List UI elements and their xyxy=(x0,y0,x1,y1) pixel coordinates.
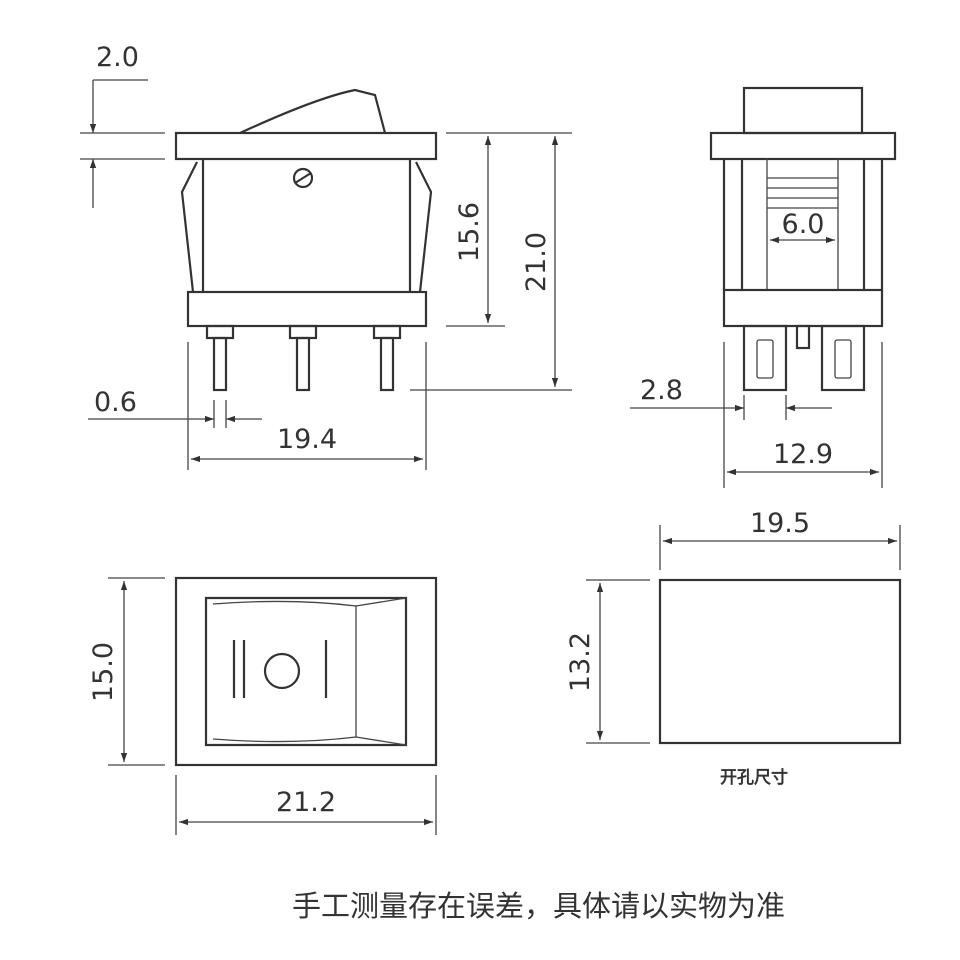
dim-label-cutout-width: 19.5 xyxy=(750,508,810,539)
dim-top-width: 21.2 xyxy=(175,775,437,835)
dim-label-body-depth: 12.9 xyxy=(773,439,833,470)
dim-label-top-width: 21.2 xyxy=(276,787,336,818)
dim-body-height: 15.6 xyxy=(446,132,505,327)
front-view: 2.0 15.6 21.0 0.6 19. xyxy=(80,42,572,470)
dim-label-terminal-width: 2.8 xyxy=(640,375,683,406)
side-terminals xyxy=(742,324,866,392)
grip-lines xyxy=(767,177,838,209)
dim-button-width: 6.0 xyxy=(770,209,835,244)
dim-cutout-width: 19.5 xyxy=(659,508,901,570)
screw-icon xyxy=(292,167,314,189)
rocker-cap xyxy=(239,88,387,134)
left-clip xyxy=(180,161,198,293)
right-clip xyxy=(415,161,433,293)
front-base xyxy=(186,290,428,328)
dim-label-pin-width: 0.6 xyxy=(94,387,137,418)
dim-label-body-width: 19.4 xyxy=(277,424,337,455)
side-view: 6.0 2.8 12.9 xyxy=(630,86,897,488)
dim-body-width: 19.4 xyxy=(187,342,427,470)
dim-top-offset: 2.0 xyxy=(80,42,165,208)
dim-terminal-width: 2.8 xyxy=(630,375,832,420)
dim-total-height: 21.0 xyxy=(410,132,572,391)
dim-label-total-height: 21.0 xyxy=(521,232,552,292)
side-flange xyxy=(709,131,897,161)
dim-cutout-height: 13.2 xyxy=(565,579,650,744)
cutout-caption: 开孔尺寸 xyxy=(720,767,788,788)
dim-label-top-offset: 2.0 xyxy=(96,42,139,73)
top-frame xyxy=(174,576,438,767)
dim-pin-width: 0.6 xyxy=(88,387,262,428)
dim-top-height: 15.0 xyxy=(88,577,165,766)
top-rocker-outline xyxy=(204,596,408,747)
cutout-view: 19.5 13.2 开孔尺寸 xyxy=(565,508,902,788)
side-button xyxy=(742,86,864,135)
dim-body-depth: 12.9 xyxy=(723,342,883,488)
side-base xyxy=(722,288,884,328)
top-view: 15.0 21.2 xyxy=(88,576,438,835)
footer-note: 手工测量存在误差，具体请以实物为准 xyxy=(292,889,785,923)
dim-label-top-height: 15.0 xyxy=(88,642,119,702)
off-symbol-circle xyxy=(263,652,301,690)
dim-label-body-height: 15.6 xyxy=(454,202,485,262)
front-terminals xyxy=(205,324,402,392)
dim-label-button-width: 6.0 xyxy=(782,209,825,240)
cutout-rect xyxy=(658,578,902,745)
dim-label-cutout-height: 13.2 xyxy=(565,632,596,692)
front-flange xyxy=(174,131,438,161)
